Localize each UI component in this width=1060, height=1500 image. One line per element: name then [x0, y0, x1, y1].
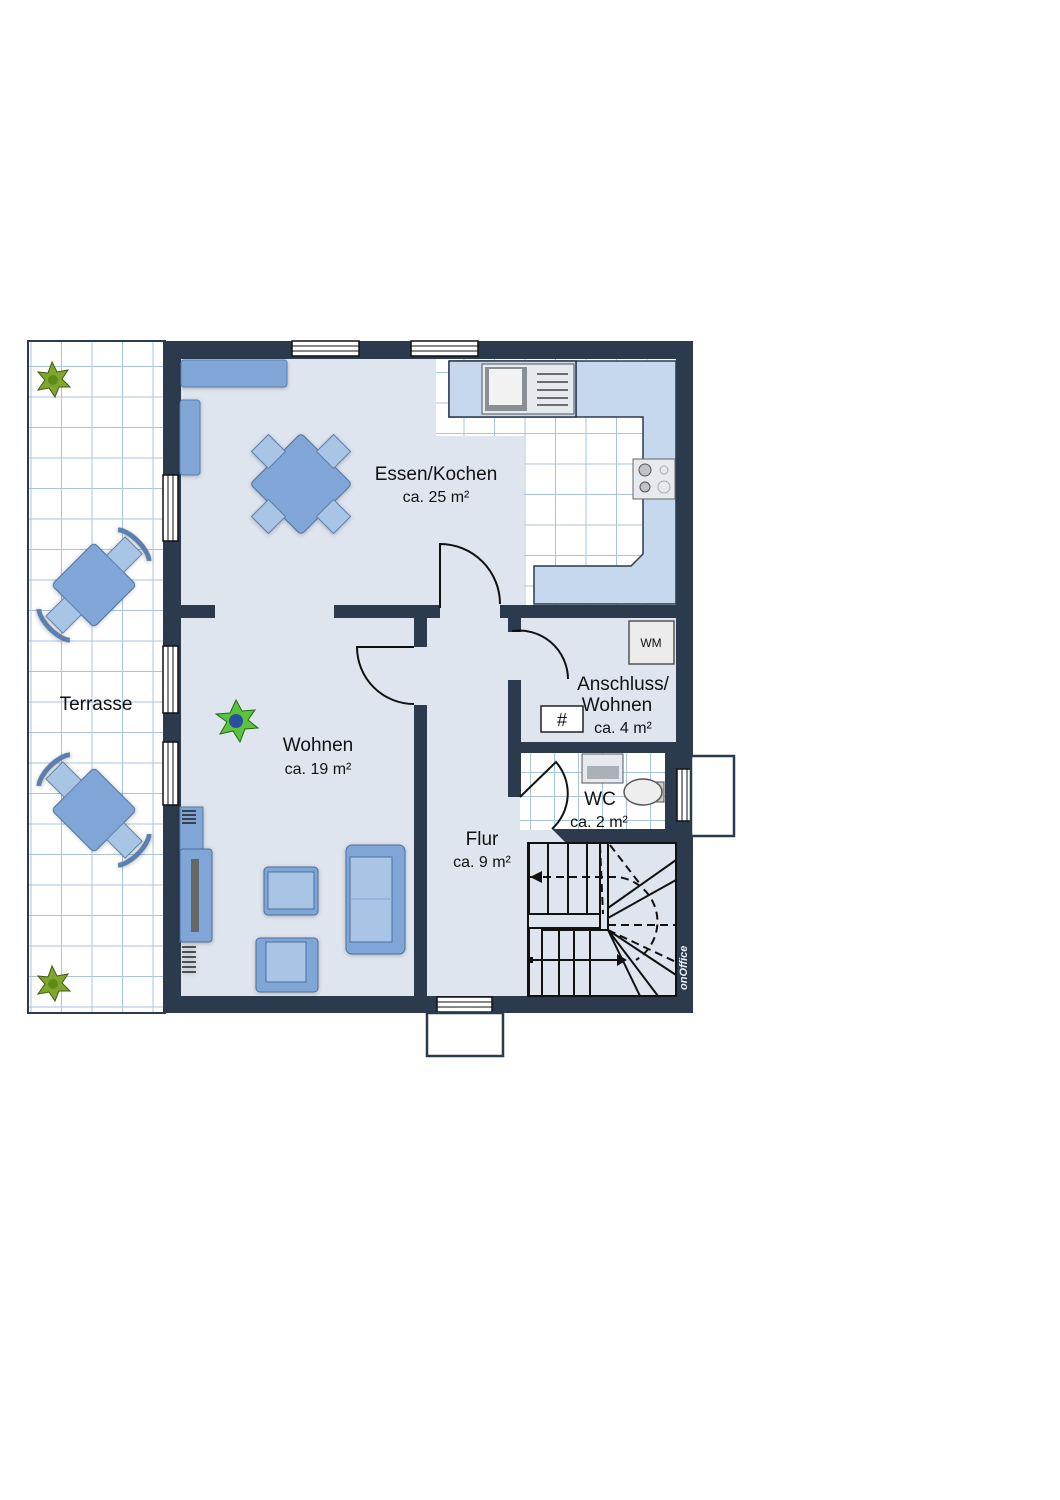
sofa [345, 844, 406, 955]
stair-start-marker [527, 957, 533, 963]
stair-arrow-icon [530, 871, 542, 883]
onoffice-watermark: onOffice [678, 946, 690, 990]
heating-box-icon [540, 705, 584, 733]
plant-icon [36, 360, 72, 399]
room-area-anschluss: ca. 4 m² [594, 720, 652, 737]
room-area-wc: ca. 2 m² [570, 814, 628, 831]
windows [162, 340, 692, 1013]
wc-sink-icon [581, 753, 624, 784]
room-name-essen: Essen/Kochen [375, 464, 498, 485]
room-area-essen: ca. 25 m² [403, 489, 470, 506]
room-area-flur: ca. 9 m² [453, 854, 511, 871]
stair-direction-icon [617, 954, 627, 966]
doors [355, 542, 569, 830]
heating-symbol: # [557, 710, 567, 730]
room-name-anschluss-line1: Anschluss/ [577, 674, 670, 695]
terrace [27, 340, 166, 1014]
plant-icon [36, 964, 72, 1003]
armchair [263, 866, 319, 916]
kitchen-sink-icon [481, 363, 575, 415]
terrace-table-1 [36, 527, 152, 643]
dining-table [179, 359, 352, 535]
staircase [527, 842, 677, 997]
room-area-wohnen: ca. 19 m² [285, 761, 352, 778]
plant-icon [214, 698, 260, 744]
room-name-wc: WC [584, 789, 616, 810]
room-name-terrasse: Terrasse [60, 694, 133, 715]
room-name-wohnen: Wohnen [283, 735, 353, 756]
stove-icon [632, 458, 676, 500]
room-name-anschluss-line2: Wohnen [582, 695, 652, 716]
armchair [255, 937, 319, 993]
room-name-flur: Flur [466, 829, 499, 850]
washing-machine-label: WM [640, 636, 661, 650]
toilet-icon [623, 778, 665, 806]
terrace-table-2 [36, 752, 152, 868]
tv-sideboard [179, 806, 213, 973]
window-bay-east [689, 754, 736, 838]
washing-machine-icon [628, 620, 675, 665]
window-bay-south [425, 1011, 505, 1058]
